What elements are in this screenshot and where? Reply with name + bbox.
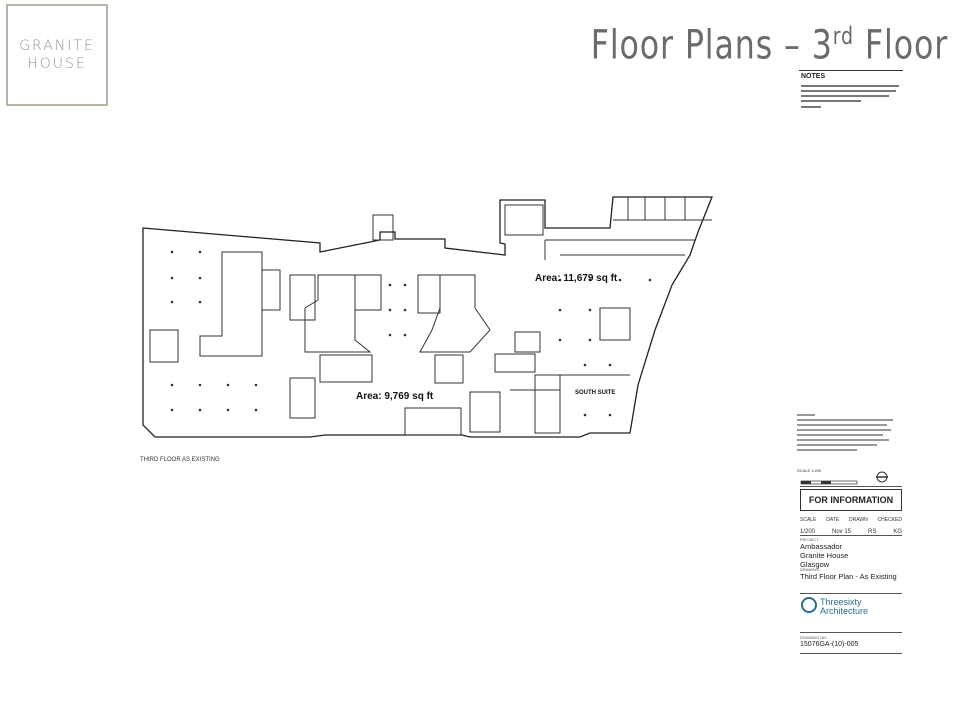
notes-panel: NOTES [799, 70, 903, 113]
key-text-line [797, 444, 877, 446]
northeast-room-row [613, 197, 712, 221]
north-arrow-symbol [876, 471, 888, 483]
room-outline [434, 354, 464, 384]
scale-header: SCALE [800, 517, 817, 523]
key-text-line [797, 424, 887, 426]
drawing-info-row: SCALE DATE DRAWN CHECKED 1/200 Nov 15 RS… [800, 517, 902, 535]
page-title: Floor Plans – 3rd Floor [590, 22, 948, 69]
south-suite-label: SOUTH SUITE [575, 390, 616, 396]
stair-outline [289, 377, 316, 419]
notes-heading: NOTES [801, 73, 826, 80]
date-value: Nov 15 [832, 529, 852, 535]
divider [800, 486, 902, 487]
notes-text-line [801, 95, 889, 97]
drawing-number-label: DRAWING NO. [800, 635, 828, 640]
room-outline [504, 204, 544, 236]
scale-bar [800, 480, 858, 485]
title-superscript: rd [832, 22, 854, 50]
room-outline [372, 214, 394, 241]
south-suite-divider [510, 374, 630, 391]
project-label: PROJECT [800, 537, 819, 542]
plan-caption: THIRD FLOOR AS EXISTING [140, 457, 220, 463]
drawn-value: RS [868, 529, 877, 535]
key-text-line [797, 439, 889, 441]
room-outline [319, 354, 373, 383]
key-text-line [797, 419, 893, 421]
checked-value: KG [893, 529, 902, 535]
drawn-header: DRAWN [849, 517, 868, 523]
drawing-number-block: DRAWING NO. 15076GA-(10)-005 [800, 635, 902, 648]
west-core-wall [199, 251, 263, 357]
notes-text-line [801, 106, 821, 108]
room-outline [354, 274, 382, 311]
column-grid [170, 250, 652, 417]
drawing-label: DRAWING [800, 567, 820, 572]
north-corridor [544, 239, 695, 260]
stair-outline [149, 329, 179, 363]
project-line: Granite House [800, 551, 849, 560]
room-outline [289, 274, 316, 321]
drawing-number: 15076GA-(10)-005 [800, 641, 859, 648]
divider [800, 593, 902, 594]
key-text-line [797, 429, 891, 431]
project-block: PROJECT Ambassador Granite House Glasgow [800, 537, 902, 569]
stair-outline [469, 391, 501, 433]
room-outline [404, 407, 462, 436]
plan-outline [142, 196, 713, 438]
divider [800, 535, 902, 536]
room-outline [534, 374, 561, 434]
key-heading-line [797, 414, 815, 416]
project-line: Glasgow [800, 560, 830, 569]
room-outline [417, 274, 441, 314]
notes-text-line [801, 85, 899, 87]
key-notes-block [797, 411, 903, 454]
architect-name: Threesixty Architecture [820, 597, 869, 616]
area-label-north: Area: 11,679 sq ft [535, 273, 618, 284]
key-text-line [797, 434, 883, 436]
key-text-line [797, 449, 857, 451]
project-line: Ambassador [800, 542, 843, 551]
checked-header: CHECKED [877, 517, 902, 523]
stair-outline [599, 307, 631, 341]
drawing-title: Third Floor Plan - As Existing [800, 572, 897, 581]
room-outline [514, 331, 541, 353]
scale-value: 1/200 [800, 529, 816, 535]
room-outline [494, 353, 536, 373]
notes-text-line [801, 100, 861, 102]
date-header: DATE [826, 517, 840, 523]
logo-line-2: HOUSE [27, 56, 87, 72]
architect-logo-ring [801, 597, 817, 613]
granite-house-logo: GRANITE HOUSE [6, 4, 108, 106]
area-label-south: Area: 9,769 sq ft [356, 391, 434, 402]
logo-line-1: GRANITE [19, 38, 95, 54]
divider [800, 632, 902, 633]
status-box: FOR INFORMATION [800, 489, 902, 511]
notes-text-line [801, 90, 896, 92]
drawing-title-block: DRAWING Third Floor Plan - As Existing [800, 567, 902, 581]
divider [800, 653, 902, 654]
east-atrium-wall [419, 274, 491, 353]
scale-label: SCALE 1:200 [797, 468, 822, 473]
room-outline [261, 269, 281, 311]
